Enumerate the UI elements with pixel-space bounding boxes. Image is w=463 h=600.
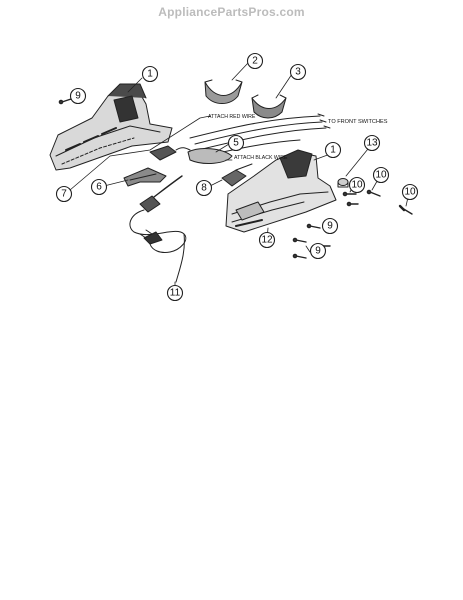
site-watermark: AppliancePartsPros.com xyxy=(158,5,305,19)
svg-text:9: 9 xyxy=(327,221,333,232)
front-blade-guard xyxy=(204,79,243,104)
trigger-lever xyxy=(123,167,167,187)
svg-text:10: 10 xyxy=(375,170,387,181)
svg-text:7: 7 xyxy=(61,189,67,200)
svg-text:12: 12 xyxy=(261,235,273,246)
callout-10-c: 10 xyxy=(401,183,419,201)
svg-text:11: 11 xyxy=(170,288,181,299)
callout-1-right-housing: 1 xyxy=(324,141,342,159)
svg-text:13: 13 xyxy=(366,138,378,149)
callout-3: 3 xyxy=(289,63,307,81)
callout-8: 8 xyxy=(195,179,213,197)
cord-connector xyxy=(221,163,253,187)
bushing xyxy=(337,178,349,188)
svg-text:10: 10 xyxy=(404,187,416,198)
svg-text:1: 1 xyxy=(330,145,336,156)
to-front-switches-note: TO FRONT SWITCHES xyxy=(328,119,388,125)
callout-9-middle: 9 xyxy=(321,217,339,235)
callout-9-bottom: 9 xyxy=(309,242,327,260)
svg-text:8: 8 xyxy=(201,183,207,194)
callout-1-left-housing: 1 xyxy=(141,65,159,83)
callout-10-a: 10 xyxy=(348,176,366,194)
svg-text:2: 2 xyxy=(252,56,258,67)
svg-text:9: 9 xyxy=(315,246,321,257)
callout-9-top: 9 xyxy=(69,87,87,105)
switch-assembly xyxy=(149,145,233,164)
attach-black-wire-note: ATTACH BLACK WIRE xyxy=(234,155,288,161)
svg-text:1: 1 xyxy=(147,69,153,80)
callout-2: 2 xyxy=(246,52,264,70)
svg-text:3: 3 xyxy=(295,67,301,78)
rear-blade-guard xyxy=(251,94,287,119)
svg-text:5: 5 xyxy=(233,138,239,149)
front-switch-wires xyxy=(189,113,331,157)
callout-12: 12 xyxy=(258,231,276,249)
attach-red-wire-note: ATTACH RED WIRE xyxy=(208,114,256,120)
callout-11: 11 xyxy=(166,284,184,302)
callout-7: 7 xyxy=(55,185,73,203)
callout-5: 5 xyxy=(227,134,245,152)
right-housing-half xyxy=(225,149,337,233)
callout-10-b: 10 xyxy=(372,166,390,184)
callout-13: 13 xyxy=(363,134,381,152)
power-cord xyxy=(129,175,187,283)
svg-text:9: 9 xyxy=(75,91,81,102)
left-housing-half xyxy=(49,83,173,171)
svg-text:6: 6 xyxy=(96,182,102,193)
svg-text:10: 10 xyxy=(351,180,363,191)
callout-6: 6 xyxy=(90,178,108,196)
